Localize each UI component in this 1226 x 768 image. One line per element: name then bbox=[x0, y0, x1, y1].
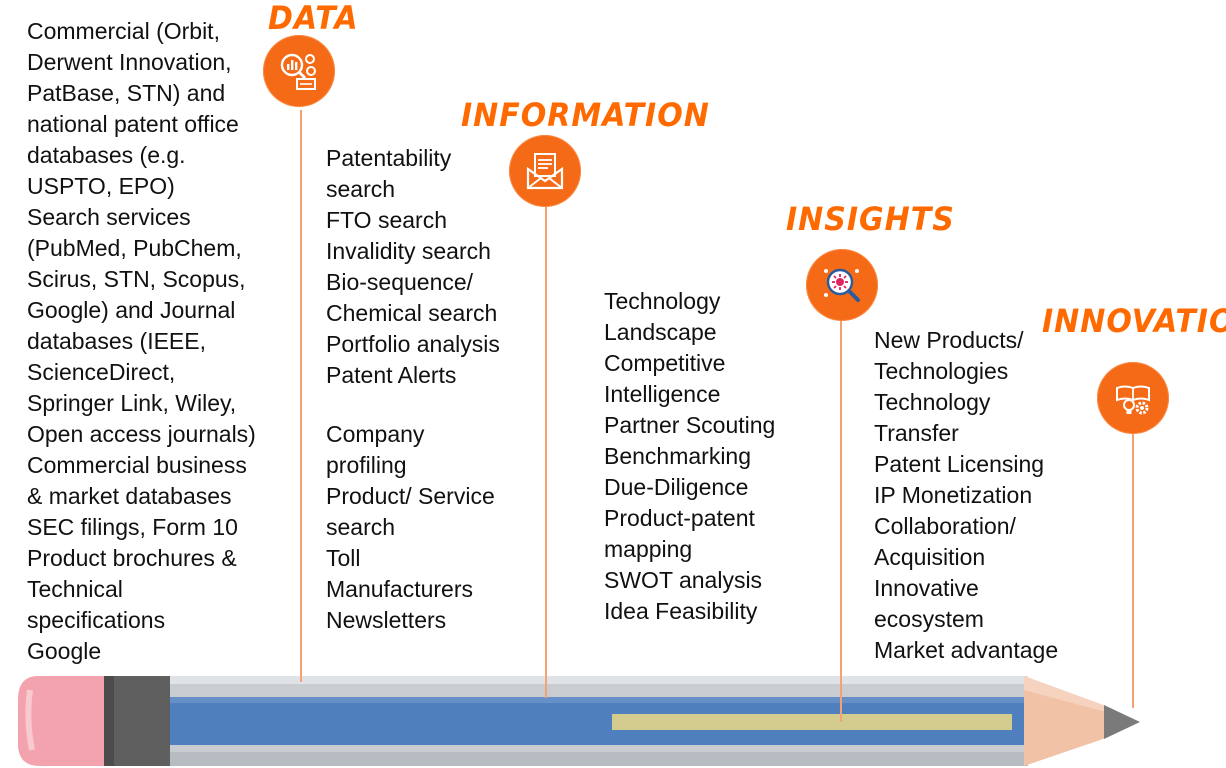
list-item: Technology Transfer bbox=[874, 389, 991, 446]
information-stage-title: INFORMATION bbox=[461, 96, 710, 135]
list-item: IP Monetization bbox=[874, 482, 1033, 508]
list-item: FTO search bbox=[326, 207, 447, 233]
list-item: Product-patent mapping bbox=[604, 505, 755, 562]
innovation-connector-line bbox=[1132, 432, 1134, 708]
list-item: Commercial (Orbit, Derwent Innovation, P… bbox=[27, 18, 239, 199]
pencil-lead bbox=[1104, 705, 1140, 739]
data-list: Commercial (Orbit, Derwent Innovation, P… bbox=[27, 16, 277, 667]
envelope-document-icon bbox=[509, 135, 581, 207]
insights-connector-line bbox=[840, 318, 842, 722]
list-item: Patent Licensing bbox=[874, 451, 1045, 477]
pencil-ferrule bbox=[104, 676, 172, 766]
list-item: Competitive Intelligence bbox=[604, 350, 726, 407]
magnifier-virus-icon bbox=[806, 249, 878, 321]
information-connector-line bbox=[545, 204, 547, 698]
list-item: Idea Feasibility bbox=[604, 598, 758, 624]
list-spacer bbox=[326, 391, 526, 419]
list-item: SEC filings, Form 10 bbox=[27, 514, 238, 540]
data-stage-title: DATA bbox=[268, 0, 359, 38]
list-item: Commercial business & market databases bbox=[27, 452, 247, 509]
list-item: Collaboration/ Acquisition bbox=[874, 513, 1016, 570]
list-item: Partner Scouting bbox=[604, 412, 776, 438]
list-item: Product/ Service search bbox=[326, 483, 495, 540]
pencil-highlight-band bbox=[612, 714, 1012, 730]
information-list: Patentability search FTO search Invalidi… bbox=[326, 143, 526, 636]
list-item: Product brochures & Technical specificat… bbox=[27, 545, 237, 633]
list-item: New Products/ Technologies bbox=[874, 327, 1024, 384]
list-item: Market advantage bbox=[874, 637, 1059, 663]
data-connector-line bbox=[300, 110, 302, 682]
list-item: Bio-sequence/ Chemical search bbox=[326, 269, 498, 326]
list-item: Portfolio analysis bbox=[326, 331, 500, 357]
insights-list: Technology Landscape Competitive Intelli… bbox=[604, 286, 804, 627]
list-item: Innovative ecosystem bbox=[874, 575, 984, 632]
insights-stage-title: INSIGHTS bbox=[786, 200, 955, 239]
book-lightbulb-gear-icon bbox=[1097, 362, 1169, 434]
innovation-list: New Products/ Technologies Technology Tr… bbox=[874, 325, 1084, 666]
list-item: Company profiling bbox=[326, 421, 425, 478]
list-item: Benchmarking bbox=[604, 443, 752, 469]
list-item: Search services (PubMed, PubChem, Scirus… bbox=[27, 204, 256, 447]
list-item: Technology Landscape bbox=[604, 288, 721, 345]
data-analysis-icon bbox=[263, 35, 335, 107]
pencil-eraser bbox=[18, 676, 110, 766]
innovation-stage-title: INNOVATION bbox=[1042, 302, 1226, 341]
list-item: Due-Diligence bbox=[604, 474, 749, 500]
list-item: Newsletters bbox=[326, 607, 447, 633]
list-item: Google bbox=[27, 638, 102, 664]
list-item: Patent Alerts bbox=[326, 362, 457, 388]
list-item: SWOT analysis bbox=[604, 567, 763, 593]
list-item: Toll Manufacturers bbox=[326, 545, 474, 602]
list-item: Invalidity search bbox=[326, 238, 491, 264]
list-item: Patentability search bbox=[326, 145, 452, 202]
